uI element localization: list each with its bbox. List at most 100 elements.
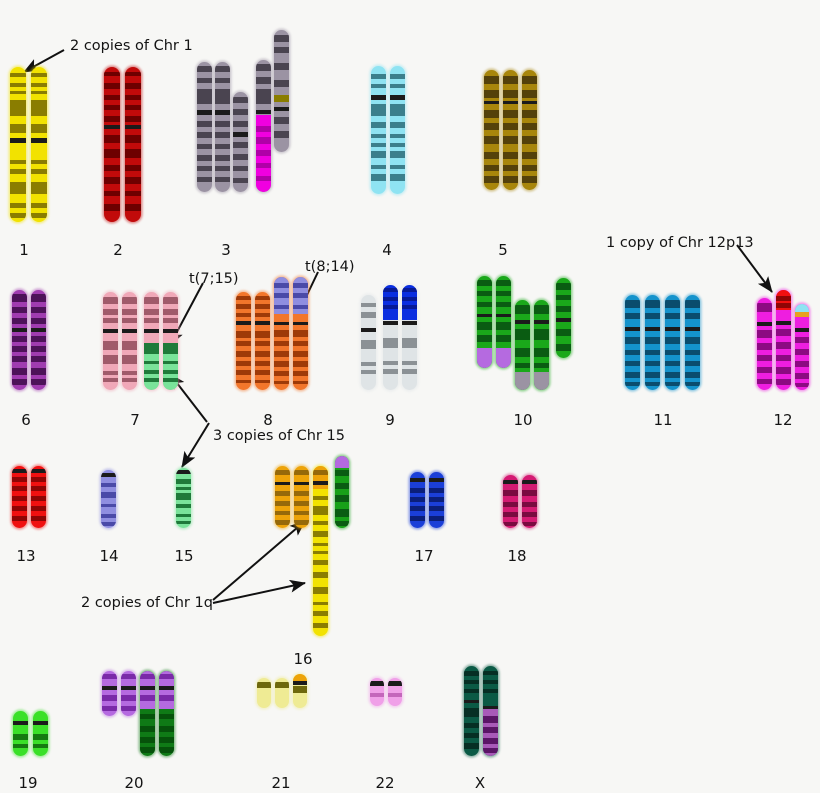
chromosome-band xyxy=(257,681,271,689)
chromosome-band xyxy=(140,713,155,720)
chromosome-band xyxy=(275,501,290,506)
chromosome-21 xyxy=(275,678,289,708)
chromosome-band xyxy=(275,519,290,525)
chromosome-band xyxy=(256,175,271,181)
chromosome-band xyxy=(429,487,444,493)
chromosome-band xyxy=(215,120,230,127)
chromosome-band xyxy=(685,382,700,387)
anno-chr15: 3 copies of Chr 15 xyxy=(213,428,345,444)
chromosome-band xyxy=(197,132,212,139)
centromere-band xyxy=(233,132,248,137)
centromere-band xyxy=(757,321,772,327)
chromosome-band xyxy=(255,295,270,301)
chromosome-band xyxy=(122,308,137,315)
chromosome-band xyxy=(104,191,120,197)
centromere-band xyxy=(402,321,417,325)
chromosome-band xyxy=(496,322,511,331)
chromosome-band xyxy=(795,336,809,344)
chromosome-band xyxy=(294,510,309,515)
chromosome-band xyxy=(776,342,791,349)
chromosome-band xyxy=(402,296,417,301)
chromosome-band xyxy=(464,680,479,685)
chromosome-band xyxy=(757,302,772,312)
chromosome-band xyxy=(776,354,791,361)
centromere-band xyxy=(313,481,328,486)
chromosome-7 xyxy=(144,292,159,390)
chromosome-band xyxy=(12,346,27,352)
chromosome-band xyxy=(176,479,191,484)
chromosome-band xyxy=(31,476,46,483)
chromosome-band xyxy=(522,512,537,518)
chromosome-band xyxy=(313,495,328,500)
chromosome-band xyxy=(383,296,398,301)
chromosome-band xyxy=(233,97,248,103)
chromosome-band xyxy=(313,560,328,566)
chromosome-band xyxy=(144,378,159,382)
chromosome-band xyxy=(274,293,289,299)
chromosome-band xyxy=(12,368,27,375)
chromosome-band xyxy=(484,109,499,118)
chromosome-band xyxy=(795,311,809,317)
chromosome-label-5: 5 xyxy=(498,241,508,259)
chromosome-band xyxy=(483,688,498,693)
chromosome-5 xyxy=(522,70,537,190)
chromosome-band xyxy=(534,304,549,314)
chromosome-band xyxy=(10,73,26,78)
chromosome-band xyxy=(483,727,498,734)
centromere-band xyxy=(503,100,518,105)
centromere-band xyxy=(255,321,270,325)
chromosome-band xyxy=(313,521,328,525)
chromosome-band xyxy=(122,378,137,383)
chromosome-band xyxy=(685,349,700,356)
chromosome-band xyxy=(31,356,46,362)
centromere-band xyxy=(176,470,191,474)
chromosome-band xyxy=(236,370,251,376)
chromosome-band xyxy=(275,470,290,476)
chromosome-band xyxy=(125,204,141,212)
chromosome-band xyxy=(12,317,27,324)
chromosome-label-21: 21 xyxy=(271,774,291,792)
chromosome-band xyxy=(12,356,27,362)
chromosome-band xyxy=(534,372,549,390)
chromosome-band xyxy=(31,100,47,116)
chromosome-band xyxy=(104,135,120,143)
chromosome-band xyxy=(556,294,571,301)
chromosome-band xyxy=(176,520,191,525)
chromosome-band xyxy=(255,303,270,309)
chromosome-band xyxy=(335,456,349,469)
chromosome-band xyxy=(125,115,141,122)
chromosome-band xyxy=(163,378,178,382)
chromosome-band xyxy=(255,350,270,357)
centromere-band xyxy=(274,106,289,112)
chromosome-band xyxy=(215,166,230,172)
chromosome-band xyxy=(104,177,120,185)
chromosome-band xyxy=(335,520,349,526)
chromosome-band xyxy=(390,151,405,159)
centromere-band xyxy=(483,705,498,709)
chromosome-band xyxy=(645,361,660,367)
chromosome-band xyxy=(402,304,417,310)
chromosome-3 xyxy=(274,30,289,152)
chromosome-band xyxy=(625,313,640,319)
chromosome-band xyxy=(483,716,498,724)
chromosome-band xyxy=(484,90,499,98)
chromosome-band xyxy=(383,360,398,365)
chromosome-band xyxy=(121,695,136,701)
chromosome-band xyxy=(335,494,349,503)
chromosome-band xyxy=(256,77,271,84)
chromosome-band xyxy=(103,318,118,324)
chromosome-band xyxy=(163,370,178,375)
chromosome-band xyxy=(361,339,376,350)
chromosome-11 xyxy=(645,295,660,390)
chromosome-17 xyxy=(429,472,444,528)
chromosome-band xyxy=(645,382,660,387)
chromosome-band xyxy=(144,342,159,354)
chromosome-1 xyxy=(10,67,26,222)
chromosome-21 xyxy=(293,674,307,708)
chromosome-band xyxy=(483,679,498,684)
chromosome-band xyxy=(503,164,518,171)
chromosome-label-12: 12 xyxy=(773,411,793,429)
chromosome-band xyxy=(10,202,26,209)
chromosome-21 xyxy=(257,678,271,708)
chromosome-label-19: 19 xyxy=(18,774,38,792)
